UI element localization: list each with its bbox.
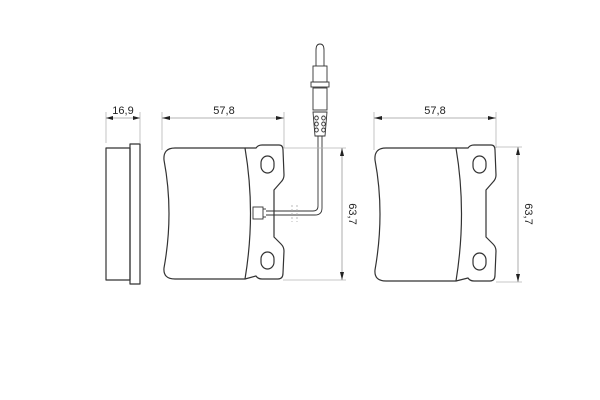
lower-mounting-hole: [260, 251, 275, 270]
side-thickness-label: 16,9: [112, 105, 133, 117]
upper-mounting-hole: [260, 155, 275, 174]
middle-width-label: 57,8: [213, 105, 234, 117]
right-lower-mounting-hole: [472, 252, 487, 271]
sensor-clip: [252, 206, 264, 220]
right-width-label: 57,8: [424, 105, 445, 117]
side-view: 16,9: [105, 105, 141, 285]
backing-plate: [129, 143, 141, 285]
front-view-with-sensor: 57,8: [161, 43, 358, 281]
wear-sensor-plug: [310, 43, 330, 137]
right-upper-mounting-hole: [472, 155, 487, 174]
front-view: 57,8 63,7: [373, 105, 534, 283]
friction-material: [105, 147, 131, 281]
right-height-label: 63,7: [522, 203, 534, 224]
middle-height-label: 63,7: [346, 203, 358, 224]
